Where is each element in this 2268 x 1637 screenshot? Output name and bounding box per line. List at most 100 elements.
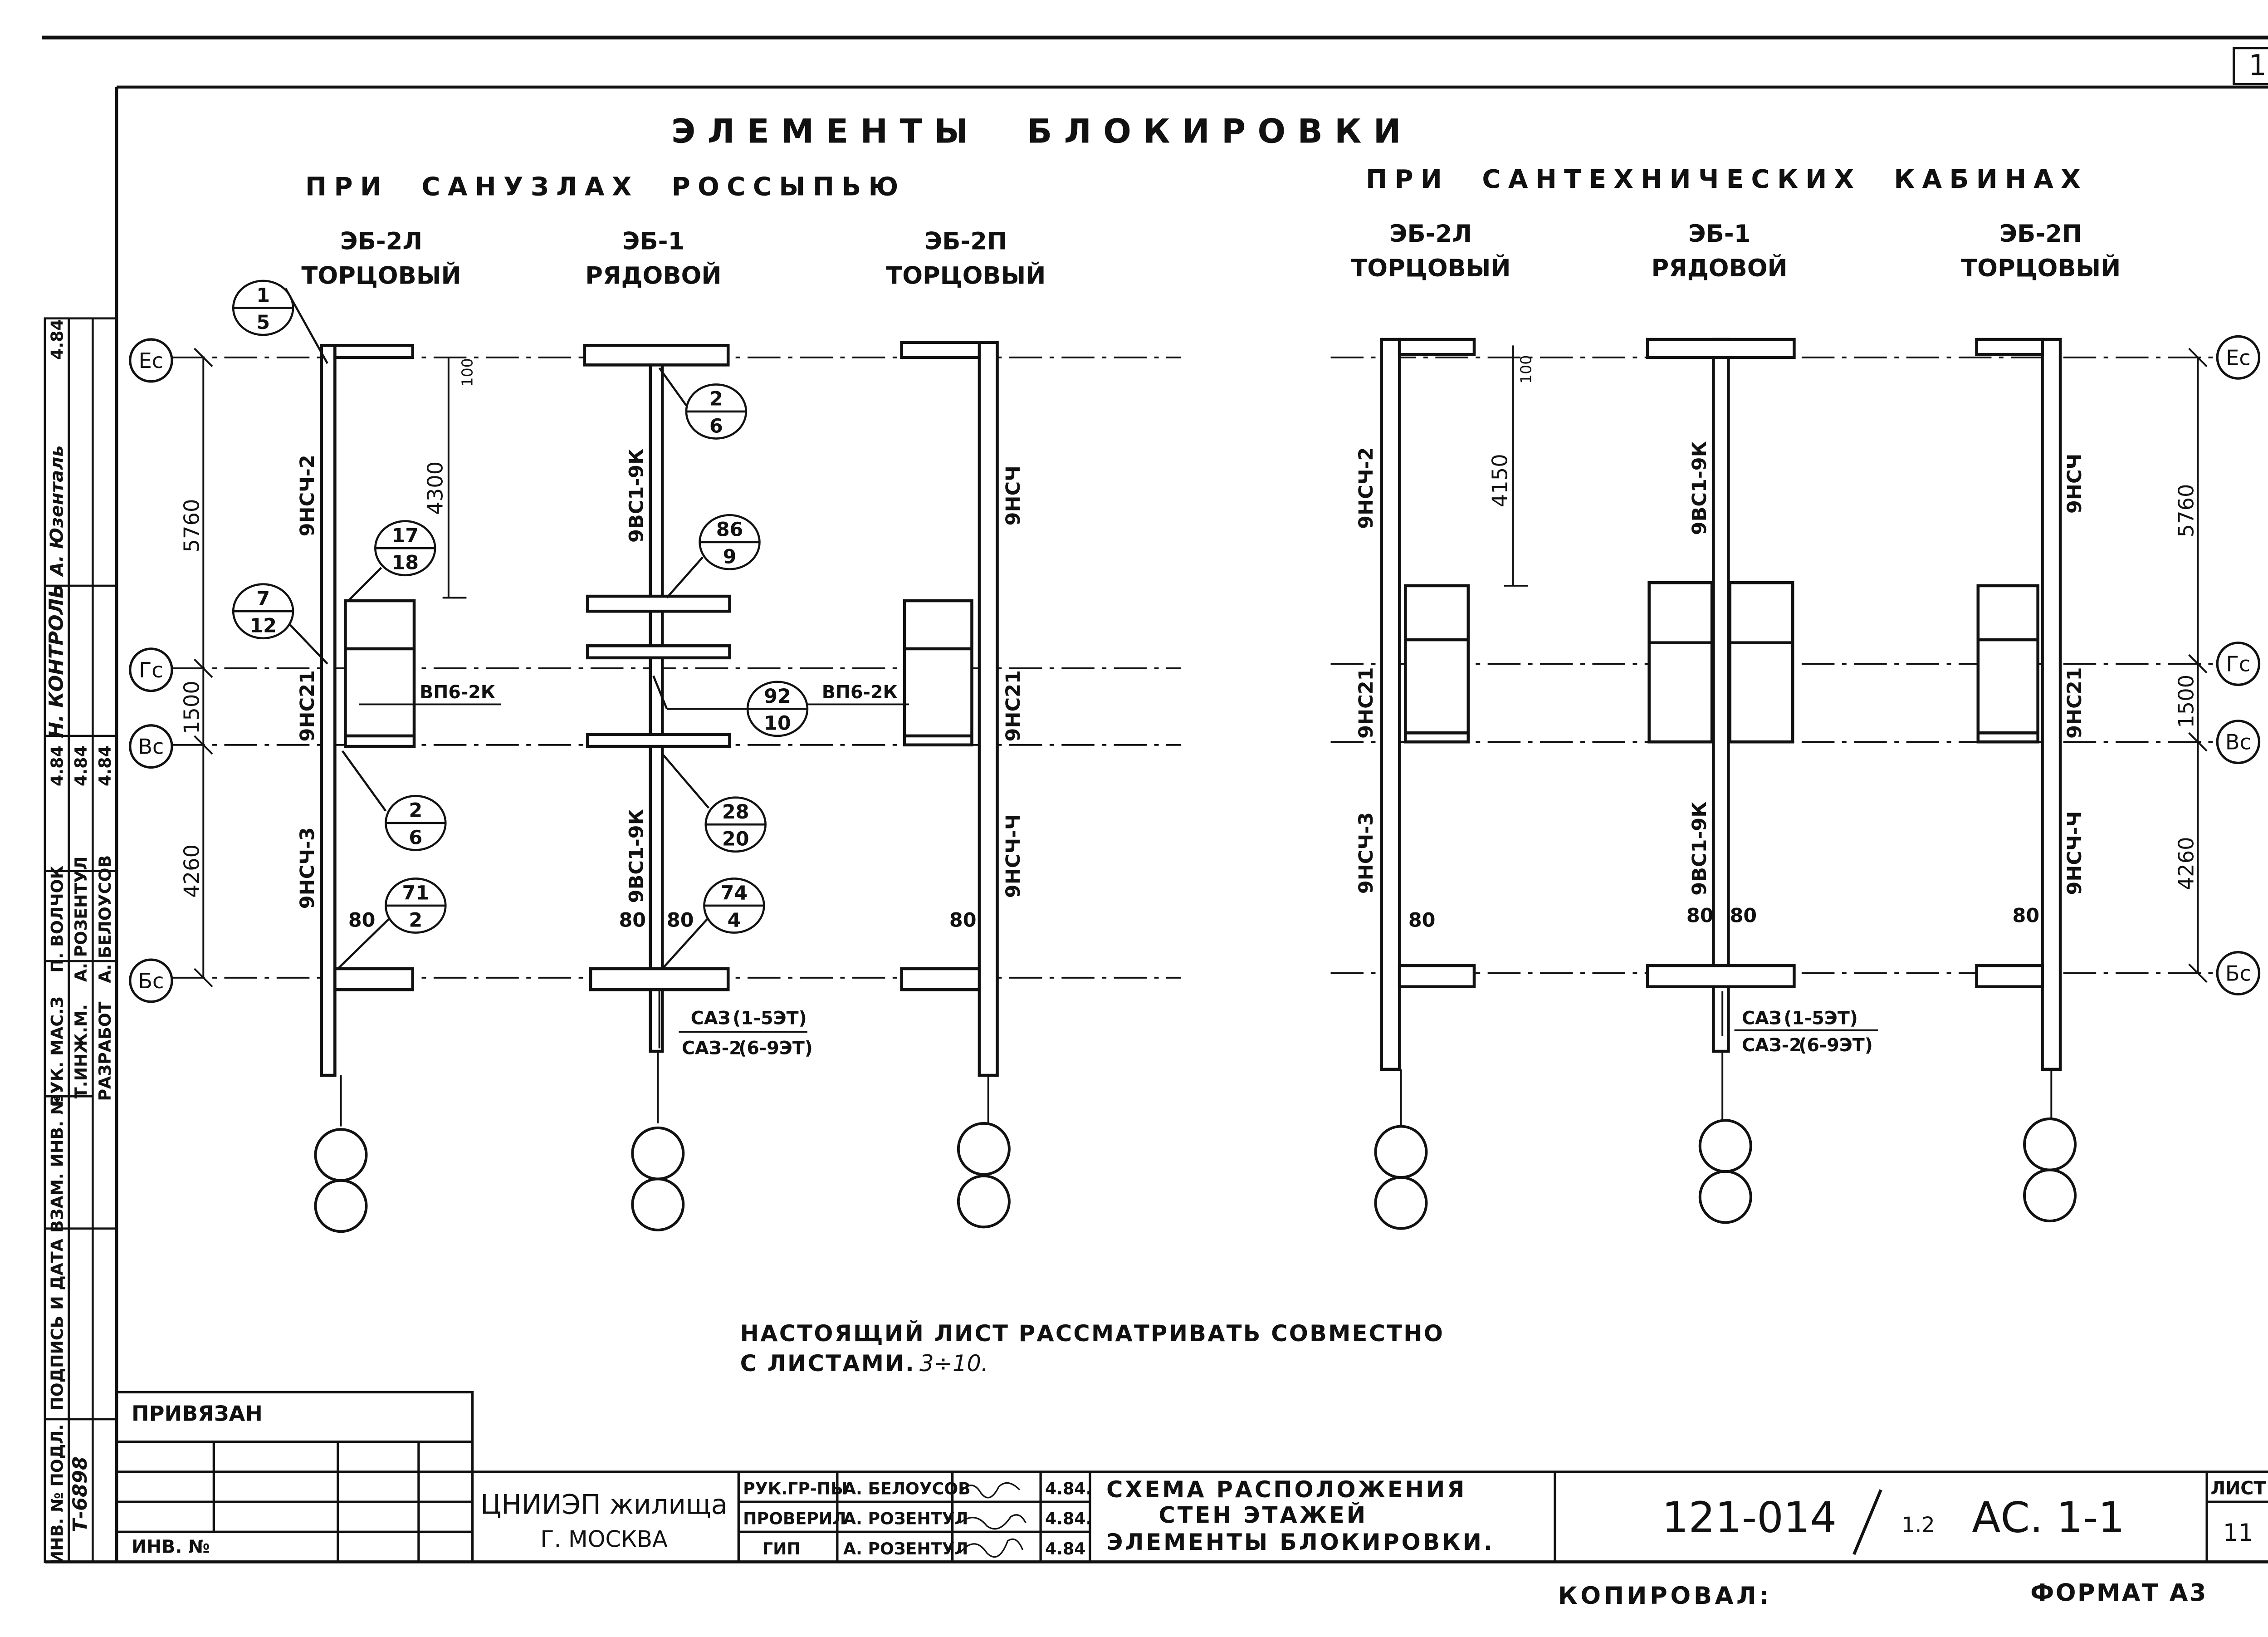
sanitary-block <box>903 599 973 747</box>
axis-bubble <box>129 724 173 769</box>
stamp-name: П. ВОЛЧОК <box>48 865 67 972</box>
stamp-inv: Т-6898 <box>69 1456 92 1532</box>
wall-mark: 9НСЧ-Ч <box>1002 814 1025 898</box>
gap-dim: 80 <box>949 909 977 931</box>
drawing-title: СХЕМА РАСПОЛОЖЕНИЯ <box>1106 1476 1466 1503</box>
sheet-label: ЛИСТ <box>2210 1478 2266 1499</box>
node-den: 18 <box>391 551 419 574</box>
general-note-sheets: 3÷10. <box>919 1350 988 1377</box>
axis-bubble <box>2216 335 2261 380</box>
wall-panel <box>583 344 730 367</box>
axis-label: Ес <box>139 348 164 373</box>
general-note-line1: НАСТОЯЩИЙ ЛИСТ РАССМАТРИВАТЬ СОВМЕСТНО <box>740 1320 1445 1347</box>
node-den: 5 <box>256 311 270 334</box>
wall-panel <box>1398 338 1476 356</box>
gap-dim: 80 <box>619 909 646 931</box>
wall-panel <box>1398 964 1476 989</box>
inv-label: ИНВ. № <box>132 1537 210 1558</box>
node-num: 17 <box>391 524 419 547</box>
stamp-date: 4.84 <box>95 745 115 786</box>
wall-panel <box>978 341 999 1077</box>
unit-name: ЭБ-2П <box>925 227 1007 255</box>
dim-5760-right: 5760 <box>2174 484 2199 537</box>
wall-mark: 9НСЧ-3 <box>1355 812 1378 894</box>
node-den: 20 <box>722 828 749 850</box>
wall-panel <box>900 967 981 991</box>
panel-label: ВП6-2К <box>822 682 898 703</box>
unit-type: ТОРЦОВЫЙ <box>886 261 1046 290</box>
saz-note: САЗ <box>1742 1008 1782 1029</box>
wall-panel <box>1646 338 1796 359</box>
saz-note: (1-5ЭТ) <box>733 1008 807 1029</box>
node-den: 2 <box>409 909 422 931</box>
wall-mark: 9ВС1-9К <box>1688 441 1711 535</box>
wall-mark: 9ВС1-9К <box>625 809 648 903</box>
node-den: 6 <box>409 826 422 849</box>
stamp-date: 4.84 <box>48 319 67 360</box>
stamp-date: 4.84 <box>71 745 91 786</box>
node-num: 28 <box>722 801 749 823</box>
saz-note: САЗ-2 <box>682 1038 742 1059</box>
wall-mark: 9НСЧ-2 <box>1355 447 1378 529</box>
org-name: ЦНИИЭП жилища <box>480 1489 728 1520</box>
wall-mark: 9НС21 <box>296 670 319 741</box>
stamp-column: ПОДПИСЬ И ДАТА <box>48 1239 67 1411</box>
wall-mark: 9НС21 <box>1002 670 1025 741</box>
wall-panel <box>1975 338 2044 356</box>
dimension-lines <box>194 345 2208 988</box>
signatures <box>959 1482 1026 1558</box>
sanitary-cabin <box>1976 584 2039 744</box>
dim-4260-left: 4260 <box>179 844 204 898</box>
sheet-title: ЭЛЕМЕНТЫ БЛОКИРОВКИ <box>671 113 1413 151</box>
saz-note: (6-9ЭТ) <box>738 1038 813 1059</box>
gap-dim: 80 <box>348 909 376 931</box>
sanitary-cabin <box>1404 584 1470 744</box>
gap-dim: 80 <box>1730 904 1757 927</box>
stamp-date: 4.84 <box>48 745 67 786</box>
tb-date: 4.84. <box>1045 1479 1092 1498</box>
saz-note: (6-9ЭТ) <box>1799 1035 1873 1056</box>
axis-label: Ес <box>2226 345 2251 370</box>
node-num: 86 <box>716 519 743 541</box>
stamp-column: ИНВ. № ПОДЛ. <box>48 1424 67 1565</box>
wall-mark: 9НС21 <box>2063 667 2086 738</box>
axis-bubble <box>2216 642 2261 686</box>
saz-note: САЗ <box>691 1008 731 1029</box>
dim-4260-right: 4260 <box>2174 837 2199 890</box>
dim-100: 100 <box>459 358 476 387</box>
sanitary-cabin <box>1728 581 1794 744</box>
node-num: 71 <box>402 882 430 905</box>
tb-role: ГИП <box>763 1539 801 1559</box>
wall-panel <box>320 344 337 1077</box>
sanitary-block <box>586 733 731 748</box>
drawing-title: СТЕН ЭТАЖЕЙ <box>1159 1501 1368 1528</box>
stamp-name: А. РОЗЕНТУЛ <box>71 856 91 982</box>
drawing-code-sub: 1.2 <box>1901 1512 1935 1537</box>
wall-panel <box>2041 338 2062 1071</box>
sanitary-block <box>586 644 731 660</box>
wall-mark: 9НСЧ-2 <box>296 455 319 536</box>
tb-role: ПРОВЕРИЛ <box>743 1509 846 1529</box>
unit-name: ЭБ-2Л <box>340 227 422 255</box>
page-number: 12 <box>2248 49 2268 82</box>
axis-bubble <box>129 958 173 1003</box>
gap-dim: 80 <box>1408 909 1436 931</box>
stamp-role: Т.ИНЖ.М. <box>71 1004 91 1098</box>
stamp-role: РУК. МАС.З <box>48 996 67 1106</box>
sanitary-block <box>344 599 416 748</box>
node-den: 12 <box>249 614 277 637</box>
saz-note: САЗ-2 <box>1742 1035 1802 1056</box>
axis-markers <box>129 335 2261 1003</box>
wall-panel <box>1975 964 2044 989</box>
side-stamp <box>44 317 118 1563</box>
axis-lines <box>172 356 2213 979</box>
dim-5760-left: 5760 <box>179 499 204 553</box>
drawing-title: ЭЛЕМЕНТЫ БЛОКИРОВКИ. <box>1106 1529 1494 1555</box>
panel-label: ВП6-2К <box>420 682 495 703</box>
wall-panel <box>589 967 730 991</box>
unit-name: ЭБ-1 <box>622 227 684 255</box>
unit-type: РЯДОВОЙ <box>585 261 721 290</box>
copied-label: КОПИРОВАЛ: <box>1558 1582 1772 1610</box>
unit-type: ТОРЦОВЫЙ <box>1961 254 2121 282</box>
tb-date: 4.84. <box>1045 1509 1092 1529</box>
